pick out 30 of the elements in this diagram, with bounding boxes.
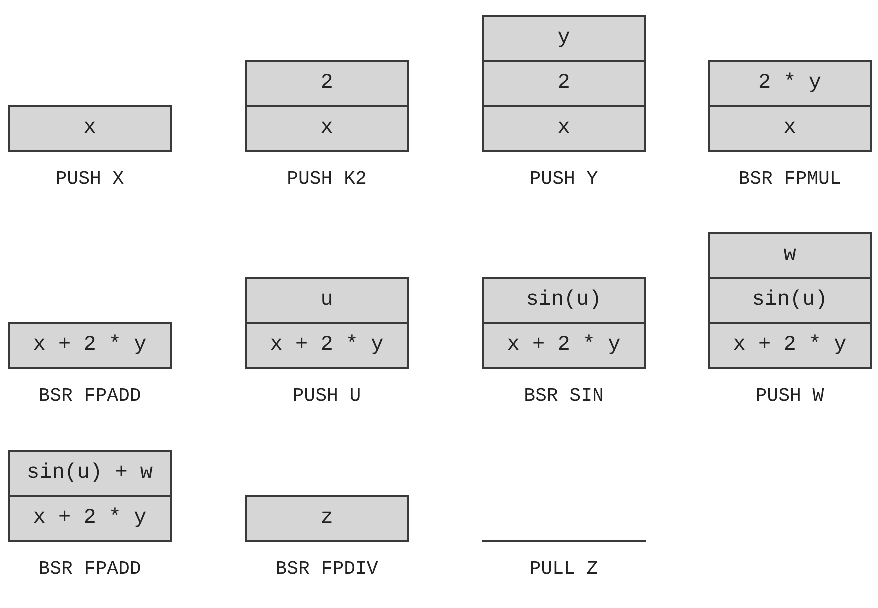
stack-cell: x + 2 * y: [8, 495, 172, 542]
stack-cell: sin(u): [482, 277, 646, 324]
stack-cell: 2: [245, 60, 409, 107]
instruction-caption: PUSH K2: [286, 168, 368, 190]
stack-cell: x: [245, 105, 409, 152]
instruction-caption: BSR FPADD: [38, 558, 142, 580]
stack-cell: z: [245, 495, 409, 542]
stack-cell: x: [708, 105, 872, 152]
instruction-caption: PULL Z: [528, 558, 600, 580]
instruction-caption: PUSH X: [54, 168, 126, 190]
instruction-caption: BSR SIN: [523, 385, 605, 407]
instruction-caption: BSR FPADD: [38, 385, 142, 407]
instruction-caption: BSR FPDIV: [274, 558, 380, 580]
stack-cell: 2: [482, 60, 646, 107]
stack-cell: x + 2 * y: [482, 322, 646, 369]
stack-cell: x + 2 * y: [8, 322, 172, 369]
stack-cell: sin(u): [708, 277, 872, 324]
stack-cell: x: [482, 105, 646, 152]
stack-cell: sin(u) + w: [8, 450, 172, 497]
instruction-caption: PUSH W: [754, 385, 826, 407]
stack-cell: y: [482, 15, 646, 62]
instruction-caption: BSR FPMUL: [738, 168, 842, 190]
stack-cell: x + 2 * y: [708, 322, 872, 369]
instruction-caption: PUSH U: [292, 385, 362, 407]
stack-cell: w: [708, 232, 872, 279]
instruction-caption: PUSH Y: [528, 168, 600, 190]
stack-cell: x + 2 * y: [245, 322, 409, 369]
stack-cell: 2 * y: [708, 60, 872, 107]
stack-cell: u: [245, 277, 409, 324]
stack-cell: x: [8, 105, 172, 152]
